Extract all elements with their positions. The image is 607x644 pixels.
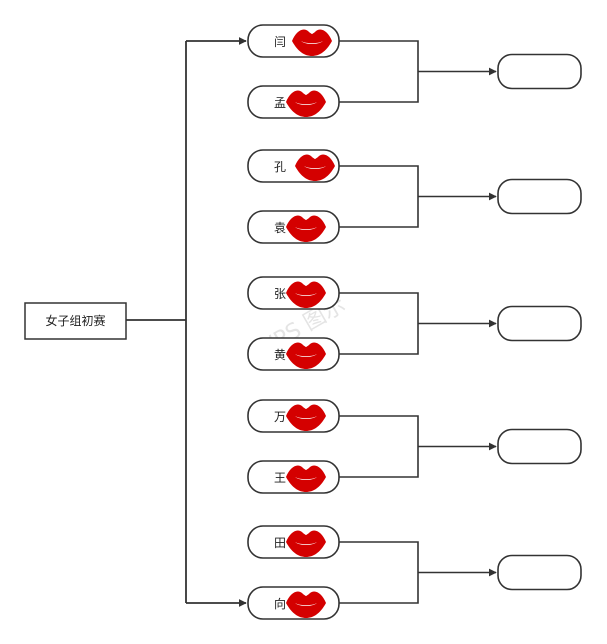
player-node[interactable]: 孟: [247, 85, 340, 119]
player-name: 张: [274, 287, 286, 301]
player-node[interactable]: 田: [247, 525, 340, 559]
player-node[interactable]: 万: [247, 399, 340, 433]
match-connector: [339, 40, 497, 103]
player-node[interactable]: 张: [247, 276, 340, 310]
player-node[interactable]: 黄: [247, 337, 340, 371]
match-connector: [339, 292, 497, 355]
root-label: 女子组初赛: [45, 313, 105, 328]
player-node[interactable]: 孔: [247, 149, 340, 183]
winner-box[interactable]: [497, 305, 582, 342]
player-name: 田: [274, 536, 286, 550]
winner-box[interactable]: [497, 178, 582, 215]
match-connector: [339, 165, 497, 228]
root-connectors: [126, 37, 247, 607]
player-name: 孟: [274, 96, 286, 110]
winner-box[interactable]: [497, 53, 582, 90]
player-name: 孔: [274, 160, 286, 174]
root-node[interactable]: [24, 302, 127, 340]
player-name: 黄: [274, 348, 286, 362]
match-connector: [339, 415, 497, 478]
player-node[interactable]: 王: [247, 460, 340, 494]
player-node[interactable]: 向: [247, 586, 340, 620]
player-name: 万: [274, 410, 286, 424]
player-name: 王: [274, 471, 286, 485]
winner-box[interactable]: [497, 428, 582, 465]
player-name: 向: [274, 596, 286, 611]
player-node[interactable]: 袁: [247, 210, 340, 244]
match-connector: [339, 541, 497, 604]
player-node[interactable]: 闫: [247, 24, 340, 58]
winner-box[interactable]: [497, 554, 582, 591]
player-name: 闫: [274, 35, 286, 49]
player-name: 袁: [274, 221, 286, 235]
